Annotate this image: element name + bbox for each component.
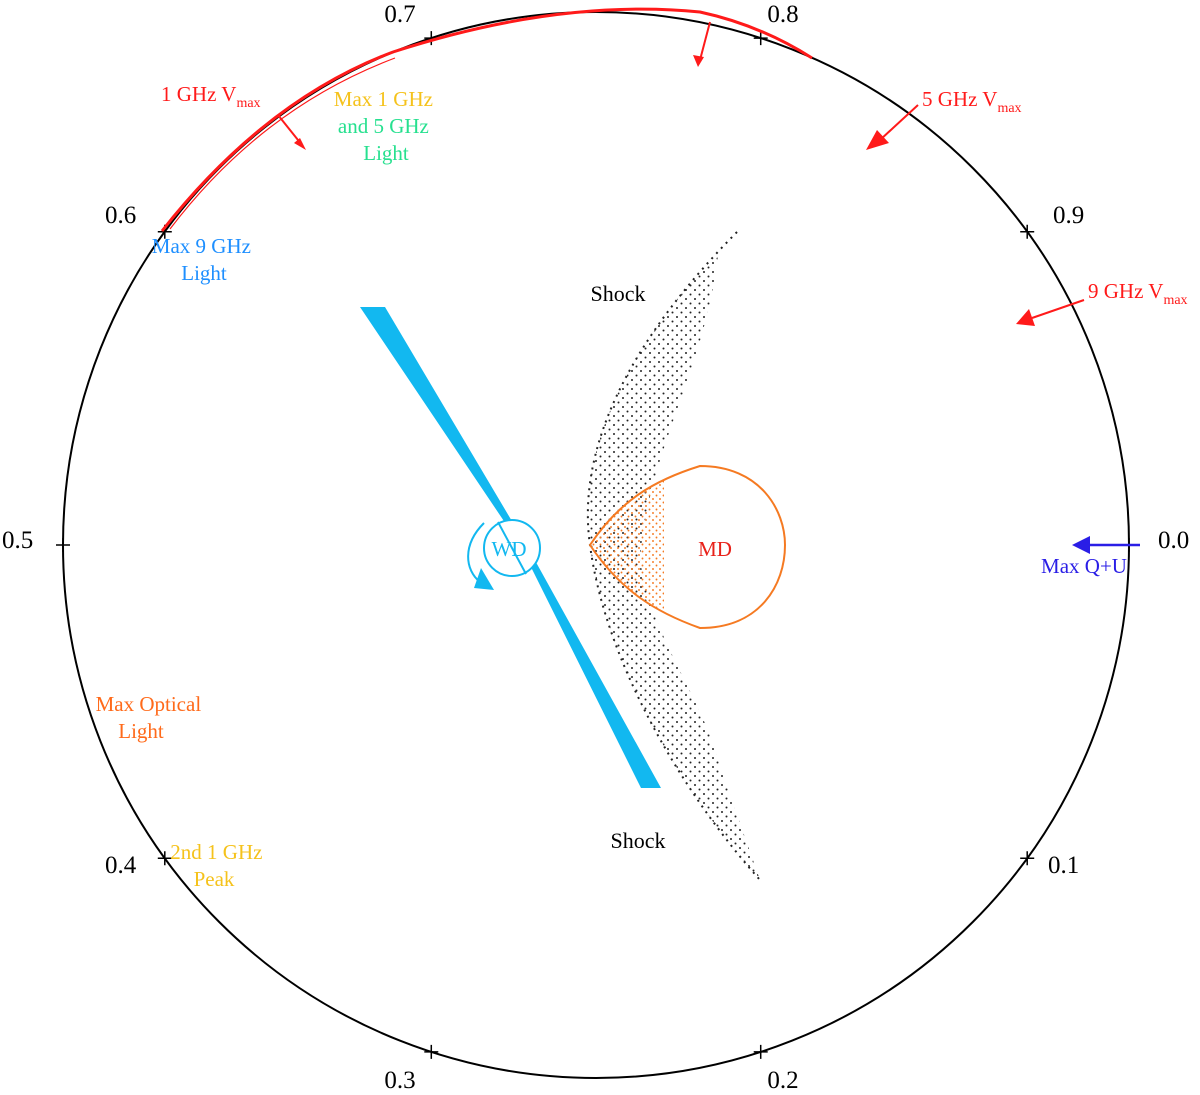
vmax-arc-1ghz-inner — [169, 57, 396, 230]
wd-beam-through — [497, 521, 527, 575]
tick-label-0.4: 0.4 — [105, 852, 137, 879]
tick-label-0.8: 0.8 — [767, 1, 798, 28]
tick-label-0.5: 0.5 — [2, 527, 33, 554]
label-shock-bottom: Shock — [611, 828, 666, 853]
arrow-9ghz-vmax — [1016, 299, 1085, 326]
label-md: MD — [698, 537, 732, 561]
tick-mark-p09 — [1020, 224, 1035, 239]
tick-label-0.1: 0.1 — [1048, 852, 1079, 879]
tick-mark-p08 — [753, 31, 768, 46]
label-max-optical-light: Max Optical Light — [96, 692, 207, 743]
label-1ghz-vmax: 1 GHz Vmax — [161, 82, 261, 111]
tick-mark-p03 — [424, 1044, 439, 1059]
label-9ghz-vmax: 9 GHz Vmax — [1088, 279, 1188, 308]
label-5ghz-vmax: 5 GHz Vmax — [922, 87, 1022, 116]
wd-rotation-arrow — [467, 522, 494, 590]
tick-label-0.2: 0.2 — [767, 1067, 798, 1094]
label-max-1-5ghz-light: Max 1 GHz and 5 GHz Light — [334, 87, 438, 165]
tick-mark-p02 — [753, 1044, 768, 1059]
vmax-arc-1ghz — [160, 50, 394, 232]
arrow-1ghz-vmax — [277, 114, 306, 150]
label-max-qu: Max Q+U — [1041, 554, 1127, 578]
md-roche-lobe — [588, 464, 787, 630]
arrow-arc-top — [693, 21, 711, 67]
arrow-max-qu — [1072, 536, 1140, 554]
tick-label-0.3: 0.3 — [384, 1067, 415, 1094]
vmax-arc-5ghz — [392, 7, 813, 60]
wd-beam — [360, 307, 661, 788]
label-2nd-1ghz-peak: 2nd 1 GHz Peak — [170, 840, 267, 891]
arrow-5ghz-vmax — [866, 104, 919, 150]
label-max-9ghz-light: Max 9 GHz Light — [152, 234, 256, 285]
label-wd: WD — [492, 537, 527, 561]
tick-label-0.6: 0.6 — [105, 202, 136, 229]
tick-mark-p04 — [157, 851, 172, 866]
tick-label-0.9: 0.9 — [1053, 202, 1084, 229]
tick-mark-p05 — [56, 538, 70, 552]
label-shock-top: Shock — [591, 281, 646, 306]
tick-label-0.7: 0.7 — [384, 1, 415, 28]
tick-mark-p01 — [1020, 851, 1035, 866]
phase-ticks — [56, 31, 1136, 1059]
shock-region — [587, 232, 760, 880]
tick-label-0.0: 0.0 — [1158, 527, 1189, 554]
